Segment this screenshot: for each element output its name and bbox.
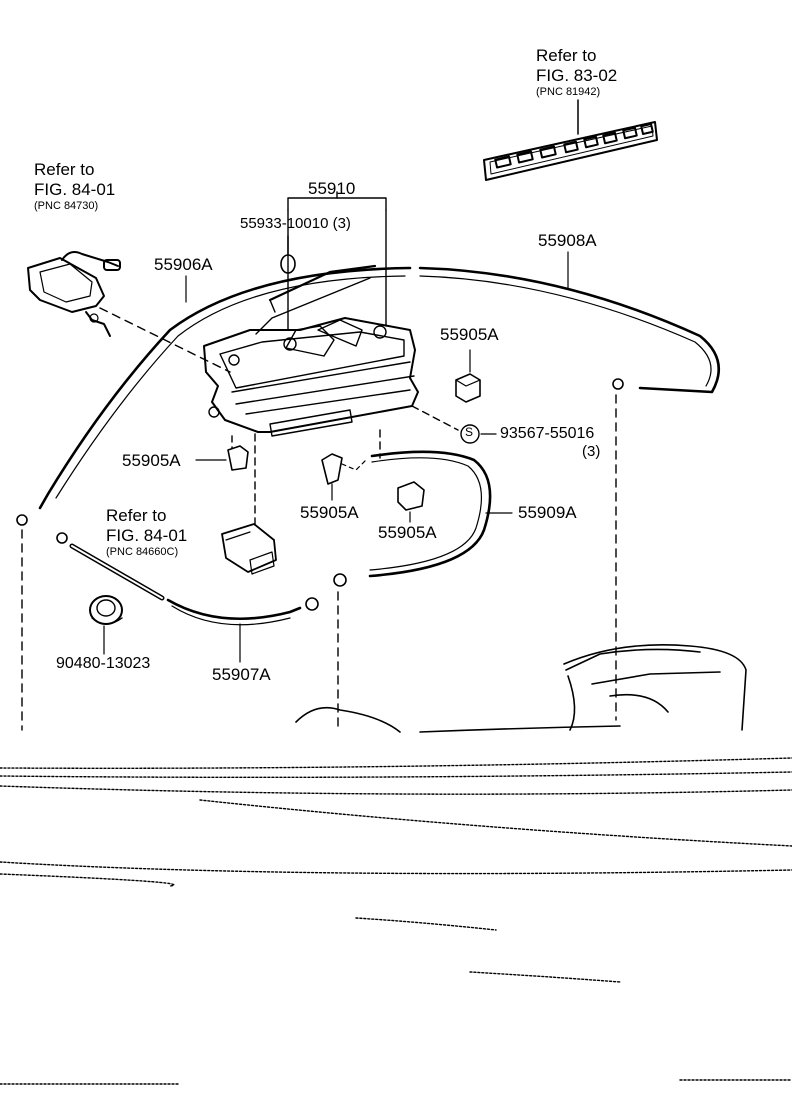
screw-55933 — [281, 236, 295, 273]
screw-symbol-label: S — [465, 425, 474, 439]
ref-fig-8302-line2: FIG. 83-02 — [536, 66, 618, 85]
part-55905A-right-label: 55905A — [378, 523, 437, 542]
ac-switch — [222, 524, 276, 574]
heater-control-assembly — [204, 192, 458, 530]
part-55905A-left-label: 55905A — [122, 451, 181, 470]
clip-55905A-mid — [322, 454, 366, 500]
clip-55905A-left — [196, 446, 248, 470]
ref-fig-8302-line1: Refer to — [536, 46, 597, 65]
cable-55909A — [334, 452, 512, 730]
part-55910-label: 55910 — [308, 179, 356, 198]
cable-55907A — [57, 533, 318, 662]
ref-fig-8401-top-line2: FIG. 84-01 — [34, 180, 116, 199]
clip-55905A-right — [398, 482, 424, 522]
screw-93567 — [461, 425, 496, 443]
ref-fig-8302-pnc: (PNC 81942) — [536, 86, 601, 98]
cable-55906A — [17, 268, 410, 730]
scan-noise — [0, 758, 792, 1084]
ref-fig-8401-top: Refer to FIG. 84-01 (PNC 84730) — [34, 160, 115, 213]
part-55908A-label: 55908A — [538, 231, 597, 250]
ref-fig-8401-bottom: Refer to FIG. 84-01 (PNC 84660C) — [106, 506, 187, 559]
ref-fig-8401-bottom-line2: FIG. 84-01 — [106, 526, 188, 545]
grommet-90480 — [90, 596, 122, 654]
part-55905A-top-label: 55905A — [440, 325, 499, 344]
part-93567-label: 93567-55016 — [500, 425, 595, 442]
ref-fig-8302: Refer to FIG. 83-02 (PNC 81942) — [536, 46, 617, 99]
part-90480-label: 90480-13023 — [56, 655, 151, 672]
clip-55905A-top — [456, 350, 480, 402]
vehicle-outline — [296, 645, 746, 732]
ref-fig-8401-top-line1: Refer to — [34, 160, 95, 179]
ref-fig-8401-top-pnc: (PNC 84730) — [34, 200, 99, 212]
part-55905A-mid-label: 55905A — [300, 503, 359, 522]
part-55907A-label: 55907A — [212, 665, 271, 684]
part-55933-label: 55933-10010 (3) — [240, 215, 351, 232]
part-55906A-label: 55906A — [154, 255, 213, 274]
part-93567-qty-label: (3) — [582, 443, 601, 460]
control-panel-plate — [484, 100, 657, 180]
cable-55908A — [420, 252, 719, 720]
ref-fig-8401-bottom-pnc: (PNC 84660C) — [106, 546, 179, 558]
actuator-motor — [28, 252, 230, 372]
ref-fig-8401-bottom-line1: Refer to — [106, 506, 167, 525]
part-55909A-label: 55909A — [518, 503, 577, 522]
